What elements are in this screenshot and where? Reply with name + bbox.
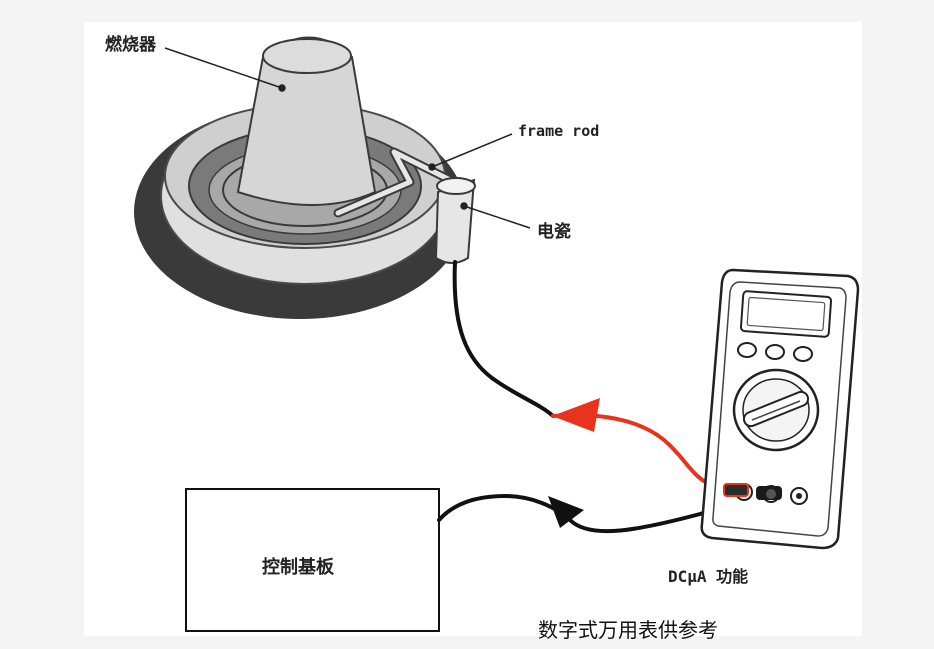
meter-button-3: [793, 346, 813, 362]
label-frame-rod: frame rod: [518, 122, 600, 140]
sensor-wire: [452, 260, 555, 418]
multimeter-display: [739, 290, 833, 338]
leader-frame-rod: [431, 133, 513, 168]
caption: 数字式万用表供参考: [538, 618, 718, 642]
burner-assembly: [134, 36, 466, 319]
burner-cone-top: [262, 38, 352, 74]
meter-jack-extra-center: [796, 493, 802, 499]
leader-ceramic-dot: [460, 202, 468, 210]
positive-lead-arrow: [552, 398, 600, 432]
leader-burner: [164, 47, 283, 89]
leader-ceramic: [463, 205, 531, 229]
label-control-board: 控制基板: [262, 557, 334, 578]
multimeter-display-inner: [746, 296, 826, 332]
multimeter-inner-outline: [712, 281, 847, 537]
red-probe-plug: [723, 483, 749, 497]
multimeter: [700, 268, 860, 550]
label-burner: 燃烧器: [105, 35, 156, 55]
meter-dial-pointer-line: [751, 400, 801, 421]
meter-button-2: [765, 344, 785, 360]
black-probe-tip: [766, 489, 776, 499]
ceramic-top: [436, 177, 476, 195]
leader-lines: [164, 47, 531, 229]
control-board-box: [185, 488, 440, 632]
meter-button-1: [737, 342, 757, 358]
negative-lead-arrow: [548, 496, 584, 528]
ceramic-insulator: [434, 177, 476, 264]
leader-frame-rod-dot: [428, 163, 436, 171]
label-ceramic: 电瓷: [537, 222, 571, 242]
label-meter-function: DCμA 功能: [668, 567, 749, 586]
leader-burner-dot: [278, 84, 286, 92]
